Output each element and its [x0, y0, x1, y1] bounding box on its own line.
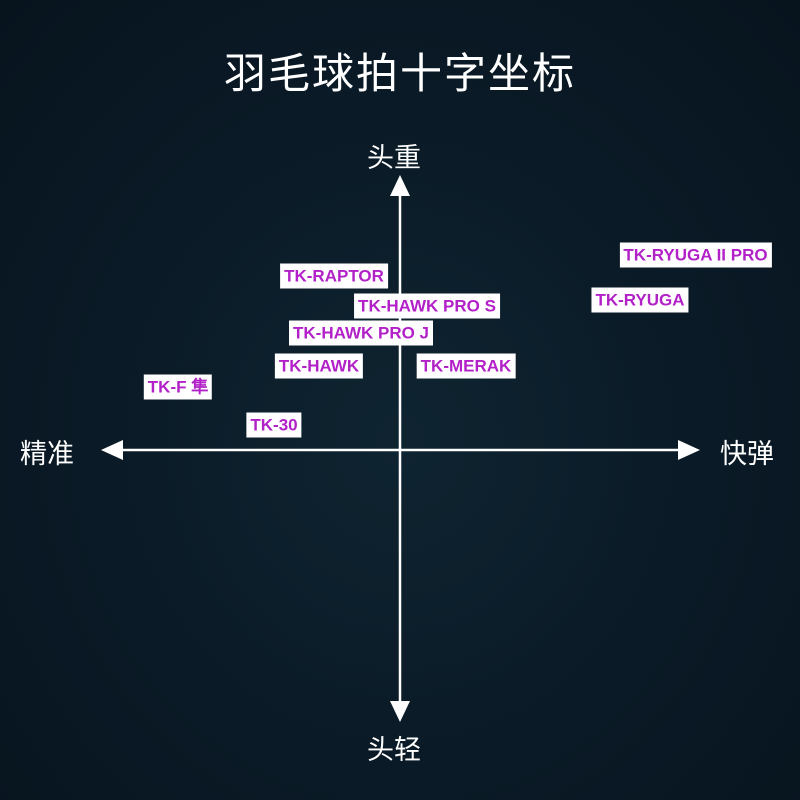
point-label: TK-HAWK PRO J [289, 320, 433, 346]
point-label: TK-30 [246, 412, 302, 437]
point-label: TK-MERAK [416, 353, 516, 379]
arrow-up-icon [390, 175, 410, 196]
point-label: TK-RAPTOR [280, 263, 388, 289]
point-label: TK-HAWK PRO S [354, 293, 500, 319]
axis-label-bottom: 头轻 [367, 735, 421, 766]
arrow-right-icon [678, 440, 700, 460]
axis-label-top: 头重 [367, 143, 421, 174]
arrow-down-icon [390, 701, 410, 722]
axis-label-left: 精准 [20, 439, 74, 470]
point-label: TK-RYUGA [591, 287, 689, 313]
point-label: TK-F 隼 [143, 374, 213, 400]
arrow-left-icon [101, 440, 123, 460]
point-label: TK-HAWK [274, 353, 364, 379]
point-label: TK-RYUGA II PRO [619, 242, 772, 268]
chart-title: 羽毛球拍十字坐标 [223, 49, 576, 98]
axis-label-right: 快弹 [720, 439, 774, 470]
